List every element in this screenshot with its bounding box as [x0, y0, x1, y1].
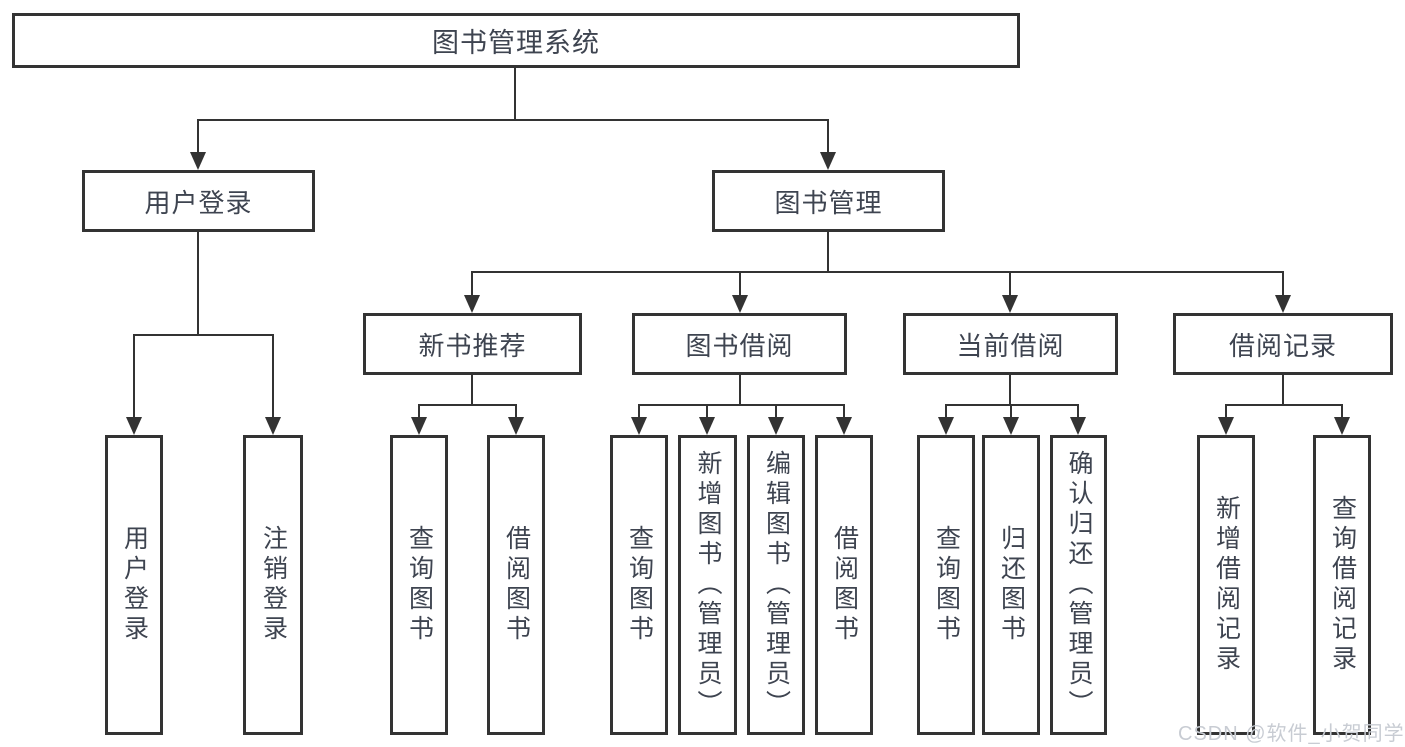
- node-borrow-records: 借阅记录: [1173, 313, 1393, 375]
- connector-drop-leaf-user-login: [133, 334, 135, 418]
- arrow-down-new-book-recommend-icon: [464, 295, 480, 313]
- leaf-cb-query-books-label: 查询图书: [932, 525, 961, 645]
- leaf-cb-confirm-return-admin-label: 确认归还（管理员）: [1065, 450, 1093, 720]
- arrow-down-current-borrow-icon: [1002, 295, 1018, 313]
- arrow-down-book-management-icon: [820, 152, 836, 170]
- connector-borrow-records-stem: [1282, 375, 1284, 406]
- node-book-borrow-label: 图书借阅: [685, 330, 794, 361]
- leaf-br-query-record-label: 查询借阅记录: [1328, 495, 1357, 675]
- connector-current-borrow-stem: [1009, 375, 1011, 406]
- node-new-book-recommend: 新书推荐: [363, 313, 582, 375]
- node-root-label: 图书管理系统: [432, 28, 600, 58]
- connector-root-stem: [514, 68, 516, 121]
- connector-drop-leaf-logout: [272, 334, 274, 418]
- arrow-down-cb-query-icon: [938, 417, 954, 435]
- arrow-down-cb-return-icon: [1003, 417, 1019, 435]
- connector-drop-borrow-records: [1282, 271, 1284, 296]
- leaf-nb-borrow-books: 借阅图书: [487, 435, 545, 735]
- arrow-down-nb-query-icon: [411, 417, 427, 435]
- node-user-login-label: 用户登录: [144, 187, 253, 218]
- connector-drop-cb-query: [945, 404, 947, 418]
- node-borrow-records-label: 借阅记录: [1228, 330, 1337, 361]
- leaf-br-query-record: 查询借阅记录: [1313, 435, 1371, 735]
- leaf-logout: 注销登录: [243, 435, 303, 735]
- arrow-down-leaf-logout-icon: [265, 417, 281, 435]
- arrow-down-cb-confirm-icon: [1070, 417, 1086, 435]
- leaf-nb-query-books: 查询图书: [390, 435, 448, 735]
- node-book-management-label: 图书管理: [774, 187, 883, 218]
- leaf-bb-borrow-books: 借阅图书: [815, 435, 873, 735]
- connector-drop-bb-add: [706, 404, 708, 418]
- leaf-bb-add-books-admin: 新增图书（管理员）: [678, 435, 737, 735]
- leaf-cb-return-books-label: 归还图书: [997, 525, 1026, 645]
- arrow-down-nb-borrow-icon: [508, 417, 524, 435]
- connector-user-login-branch: [133, 334, 274, 336]
- leaf-cb-query-books: 查询图书: [917, 435, 975, 735]
- leaf-nb-query-books-label: 查询图书: [405, 525, 434, 645]
- node-book-borrow: 图书借阅: [632, 313, 847, 375]
- watermark: CSDN @软件_小贺同学: [1178, 723, 1405, 745]
- connector-drop-cb-confirm: [1077, 404, 1079, 418]
- arrow-down-bb-edit-icon: [768, 417, 784, 435]
- connector-new-book-recommend-branch: [418, 404, 517, 406]
- connector-drop-user-login: [197, 119, 199, 153]
- arrow-down-user-login-icon: [190, 152, 206, 170]
- connector-drop-bb-borrow: [843, 404, 845, 418]
- leaf-logout-label: 注销登录: [259, 525, 288, 645]
- leaf-bb-query-books-label: 查询图书: [625, 525, 654, 645]
- connector-drop-current-borrow: [1009, 271, 1011, 296]
- leaf-cb-return-books: 归还图书: [982, 435, 1040, 735]
- leaf-cb-confirm-return-admin: 确认归还（管理员）: [1050, 435, 1107, 735]
- connector-book-management-branch: [471, 271, 1284, 273]
- arrow-down-borrow-records-icon: [1275, 295, 1291, 313]
- leaf-bb-edit-books-admin-label: 编辑图书（管理员）: [762, 450, 791, 720]
- connector-root-branch: [197, 119, 829, 121]
- node-user-login: 用户登录: [82, 170, 315, 232]
- arrow-down-bb-borrow-icon: [836, 417, 852, 435]
- node-root: 图书管理系统: [12, 13, 1020, 68]
- arrow-down-book-borrow-icon: [732, 295, 748, 313]
- connector-drop-br-query: [1341, 404, 1343, 418]
- leaf-br-add-record-label: 新增借阅记录: [1212, 495, 1241, 675]
- connector-drop-bb-edit: [775, 404, 777, 418]
- connector-drop-br-add: [1225, 404, 1227, 418]
- node-book-management: 图书管理: [712, 170, 945, 232]
- leaf-user-login-label: 用户登录: [120, 525, 149, 645]
- arrow-down-br-query-icon: [1334, 417, 1350, 435]
- arrow-down-leaf-user-login-icon: [126, 417, 142, 435]
- arrow-down-bb-query-icon: [631, 417, 647, 435]
- leaf-br-add-record: 新增借阅记录: [1197, 435, 1255, 735]
- node-new-book-recommend-label: 新书推荐: [418, 330, 527, 361]
- connector-drop-cb-return: [1010, 404, 1012, 418]
- connector-drop-nb-borrow: [515, 404, 517, 418]
- node-current-borrow-label: 当前借阅: [956, 330, 1065, 361]
- connector-book-borrow-branch: [638, 404, 845, 406]
- leaf-user-login: 用户登录: [105, 435, 163, 735]
- connector-drop-book-management: [827, 119, 829, 153]
- leaf-bb-add-books-admin-label: 新增图书（管理员）: [694, 450, 722, 720]
- arrow-down-br-add-icon: [1218, 417, 1234, 435]
- leaf-bb-edit-books-admin: 编辑图书（管理员）: [747, 435, 805, 735]
- connector-book-borrow-stem: [739, 375, 741, 406]
- connector-drop-new-book-recommend: [471, 271, 473, 296]
- connector-current-borrow-branch: [945, 404, 1079, 406]
- connector-borrow-records-branch: [1225, 404, 1343, 406]
- connector-drop-bb-query: [638, 404, 640, 418]
- arrow-down-bb-add-icon: [699, 417, 715, 435]
- connector-book-management-stem: [827, 232, 829, 273]
- connector-user-login-stem: [197, 232, 199, 336]
- connector-drop-book-borrow: [739, 271, 741, 296]
- node-current-borrow: 当前借阅: [903, 313, 1118, 375]
- leaf-bb-borrow-books-label: 借阅图书: [830, 525, 859, 645]
- connector-drop-nb-query: [418, 404, 420, 418]
- leaf-nb-borrow-books-label: 借阅图书: [502, 525, 531, 645]
- connector-new-book-recommend-stem: [471, 375, 473, 406]
- leaf-bb-query-books: 查询图书: [610, 435, 668, 735]
